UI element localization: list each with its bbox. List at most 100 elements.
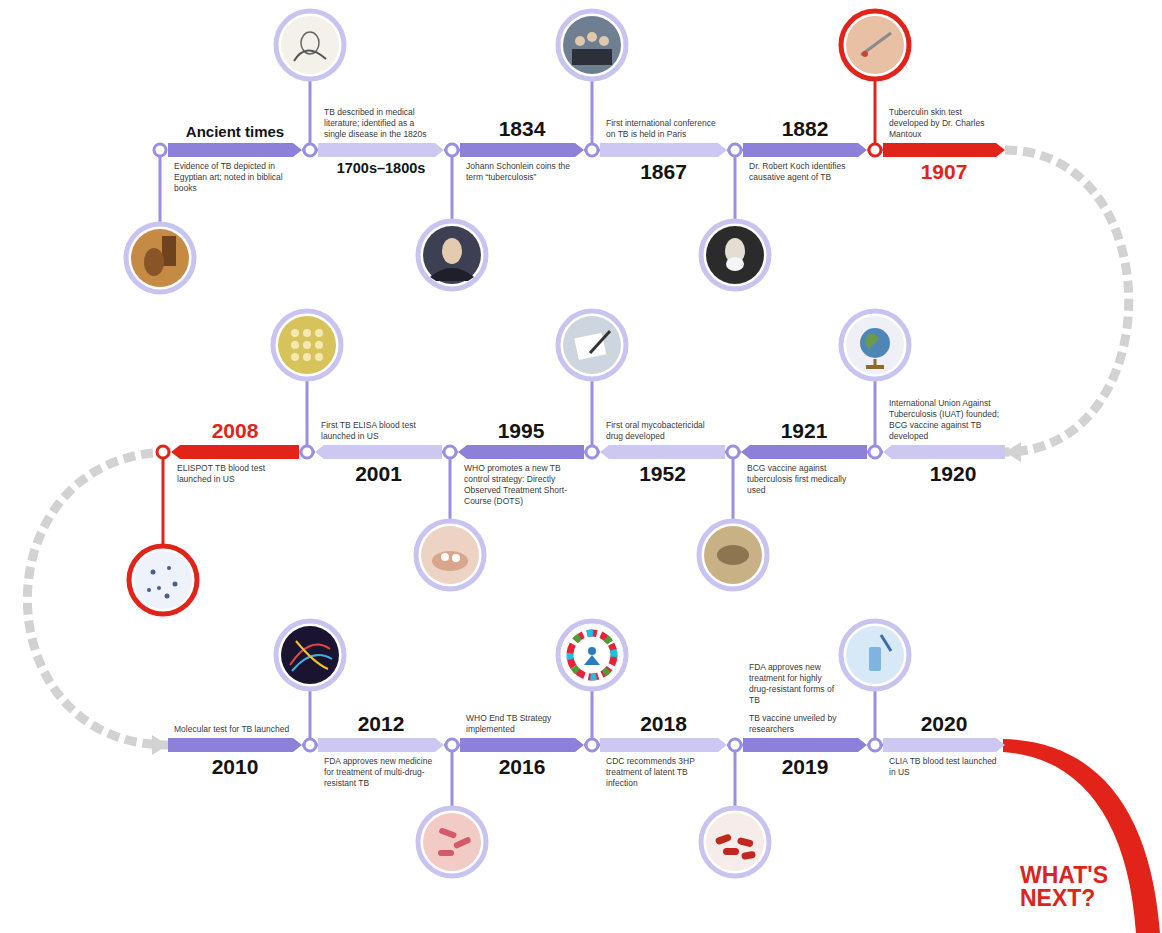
year-label: 2010 (168, 756, 302, 778)
text-slot: 1882 (743, 118, 867, 140)
timeline-ring (157, 446, 169, 458)
event-description: FDA approves new medicine for treatment … (318, 756, 444, 789)
text-slot: Evidence of TB depicted in Egyptian art;… (168, 161, 302, 194)
icon-shape (144, 248, 164, 276)
timeline-ring (727, 446, 739, 458)
icon-shape (441, 553, 449, 561)
event-description: WHO End TB Strategy implemented (460, 713, 584, 735)
icon-fill (281, 16, 339, 74)
timeline-event: First oral mycobactericidal drug develop… (600, 390, 725, 514)
text-slot: First TB ELISA blood test launched in US (315, 420, 442, 442)
year-label: 1921 (741, 420, 867, 442)
year-label: 1907 (883, 161, 1005, 183)
end-tb-logo-icon (558, 621, 626, 689)
text-slot: 2019 (743, 756, 867, 778)
event-description: Tuberculin skin test developed by Dr. Ch… (883, 107, 1005, 140)
icon-shape (452, 554, 460, 562)
event-description: FDA approves new treatment for highly dr… (743, 662, 867, 706)
icon-fill (704, 526, 762, 584)
icon-shape (570, 633, 614, 677)
text-slot: WHO End TB Strategy implemented (460, 713, 584, 735)
icon-shape (869, 647, 881, 671)
icon-fill (563, 626, 621, 684)
stem-line (306, 380, 309, 446)
elispot-icon (129, 546, 197, 614)
icon-frame (701, 808, 769, 876)
icon-shape (862, 51, 868, 57)
year-label: 1700s–1800s (318, 161, 444, 176)
text-slot: 2008 (171, 420, 299, 442)
icon-shape (157, 586, 161, 590)
icon-frame (841, 11, 909, 79)
icon-frame (273, 311, 341, 379)
closing-question: WHAT'S NEXT? (1020, 864, 1120, 910)
icon-shape (587, 32, 597, 42)
band-arrow (883, 143, 1005, 157)
timeline-band (600, 143, 727, 157)
icon-shape (570, 633, 614, 677)
icon-fill (563, 16, 621, 74)
icon-shape (726, 257, 744, 271)
timeline-ring (444, 446, 456, 458)
timeline-band (458, 445, 584, 459)
timeline-ring (729, 144, 741, 156)
icon-shape (723, 848, 739, 855)
icon-shape (162, 236, 176, 266)
icon-frame (701, 221, 769, 289)
band-arrow (458, 445, 584, 459)
timeline-event: 2012FDA approves new medicine for treatm… (318, 683, 444, 807)
text-slot: BCG vaccine against tuberculosis first m… (741, 463, 867, 496)
year-label: 2016 (460, 756, 584, 778)
band-arrow (460, 143, 584, 157)
timeline-band (883, 445, 1005, 459)
timeline-band (318, 738, 444, 752)
text-slot: 2010 (168, 756, 302, 778)
timeline-ring (869, 446, 881, 458)
text-slot: WHO promotes a new TB control strategy: … (458, 463, 584, 507)
text-slot: Molecular test for TB launched (168, 724, 302, 735)
year-label: 2019 (743, 756, 867, 778)
portrait-icon (701, 221, 769, 289)
timeline-band (460, 143, 584, 157)
icon-shape (570, 633, 614, 677)
arrow-head (152, 735, 168, 755)
timeline-band (741, 445, 867, 459)
timeline-ring (304, 144, 316, 156)
timeline-band (460, 738, 584, 752)
icon-frame (558, 621, 626, 689)
year-label: 1834 (460, 118, 584, 140)
icon-fill (846, 316, 904, 374)
stem-line (309, 80, 312, 144)
molecular-icon (276, 621, 344, 689)
text-slot: Tuberculin skin test developed by Dr. Ch… (883, 107, 1005, 140)
timeline-ring (729, 739, 741, 751)
icon-frame (418, 221, 486, 289)
text-slot: First oral mycobactericidal drug develop… (600, 420, 725, 442)
icon-frame (558, 11, 626, 79)
timeline-ring (154, 144, 166, 156)
icon-shape (741, 851, 756, 860)
text-slot: 1921 (741, 420, 867, 442)
event-description: CDC recommends 3HP treatment of latent T… (600, 756, 727, 789)
icon-shape (291, 353, 299, 361)
year-label: 2008 (171, 420, 299, 442)
icon-shape (588, 647, 596, 655)
icon-shape (737, 837, 754, 848)
timeline-band (883, 738, 1005, 752)
icon-fill (423, 226, 481, 284)
icon-shape (315, 341, 323, 349)
event-description: WHO promotes a new TB control strategy: … (458, 463, 584, 507)
year-label: 1882 (743, 118, 867, 140)
icon-fill (131, 229, 189, 287)
text-slot: International Union Against Tuberculosis… (883, 398, 1023, 442)
text-slot: 1952 (600, 463, 725, 485)
stem-line (162, 458, 165, 545)
elisa-plate-icon (273, 311, 341, 379)
icon-shape (438, 827, 457, 839)
text-slot: TB described in medical literature; iden… (318, 107, 444, 140)
timeline-event: Tuberculin skin test developed by Dr. Ch… (883, 88, 1005, 212)
timeline-band (600, 445, 725, 459)
icon-fill (563, 316, 621, 374)
stem-line (451, 156, 454, 220)
